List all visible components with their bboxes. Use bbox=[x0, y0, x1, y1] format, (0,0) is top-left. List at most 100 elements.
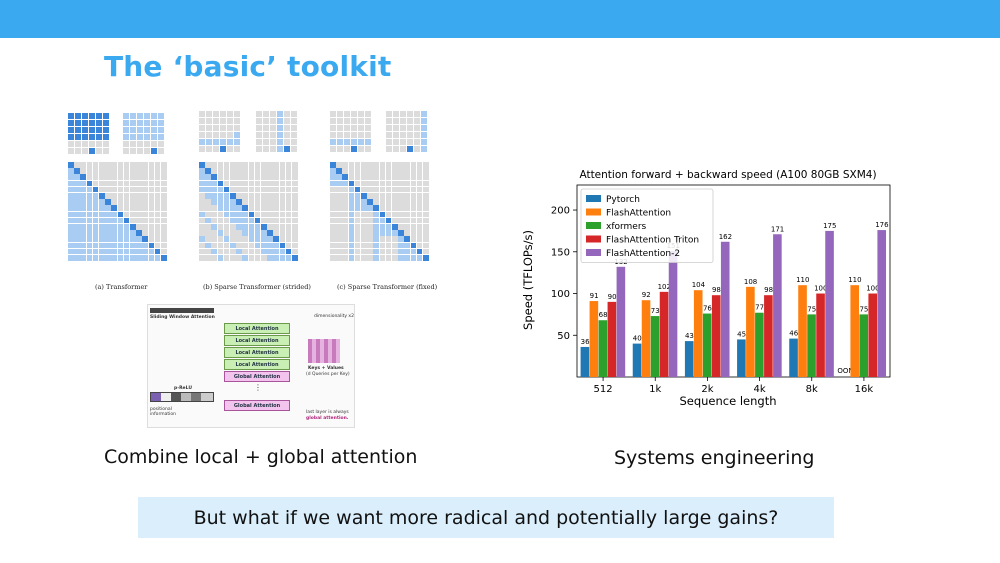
bar bbox=[641, 300, 651, 377]
bar bbox=[589, 301, 599, 377]
dimensionality-label: dimensionality x2 bbox=[314, 314, 354, 319]
bar-data-label: 77 bbox=[755, 304, 764, 312]
legend-swatch bbox=[586, 249, 601, 256]
bar bbox=[711, 295, 721, 377]
bar-data-label: 110 bbox=[848, 276, 861, 284]
bar-data-label: 91 bbox=[590, 292, 599, 300]
matrix-strided-row-b bbox=[256, 111, 298, 153]
bar-data-label: 43 bbox=[685, 332, 694, 340]
local-attention-layer-2: Local Attention bbox=[224, 335, 290, 346]
chart-legend bbox=[580, 188, 714, 263]
matrix-fixed-row-a bbox=[330, 111, 372, 153]
legend-label: FlashAttention-2 bbox=[606, 249, 680, 259]
caption-systems: Systems engineering bbox=[614, 447, 815, 469]
legend-label: Pytorch bbox=[606, 195, 640, 205]
bar-data-label: 76 bbox=[703, 305, 712, 313]
bar-data-label: 98 bbox=[764, 286, 773, 294]
x-tick-label: 4k bbox=[754, 384, 766, 395]
bar-data-label: 102 bbox=[658, 283, 671, 291]
bar-data-label: 171 bbox=[771, 225, 784, 233]
bar bbox=[746, 286, 755, 377]
bar-data-label: 36 bbox=[581, 338, 590, 346]
speed-chart: Attention forward + backward speed (A100… bbox=[520, 165, 900, 415]
chart-x-axis-label: Sequence length bbox=[679, 394, 776, 408]
legend-strip bbox=[150, 308, 214, 313]
caption-local-global: Combine local + global attention bbox=[104, 446, 418, 468]
bar-data-label: 75 bbox=[807, 305, 816, 313]
bar-data-label: 110 bbox=[796, 276, 809, 284]
bar bbox=[668, 250, 678, 377]
label-strided: (b) Sparse Transformer (strided) bbox=[203, 283, 311, 291]
global-attention-final-layer: Global Attention bbox=[224, 400, 290, 411]
bar bbox=[764, 295, 773, 377]
bar-data-label: 73 bbox=[651, 307, 660, 315]
global-attention-note: global attention. bbox=[306, 416, 349, 421]
top-accent-bar bbox=[0, 0, 1000, 38]
positional-strip bbox=[150, 392, 214, 402]
y-tick-label: 200 bbox=[551, 206, 570, 217]
y-tick-label: 50 bbox=[557, 331, 570, 342]
matrix-strided-row-a bbox=[199, 111, 241, 153]
label-transformer: (a) Transformer bbox=[95, 283, 148, 291]
legend-label: FlashAttention Triton bbox=[606, 236, 699, 246]
bar-data-label: 104 bbox=[692, 281, 706, 289]
x-tick-label: 16k bbox=[855, 384, 874, 395]
local-attention-layer-1: Local Attention bbox=[224, 323, 290, 334]
matrix-fixed-full bbox=[330, 162, 429, 261]
bar bbox=[580, 346, 590, 377]
keys-values-grid bbox=[308, 339, 340, 363]
bar bbox=[632, 343, 642, 377]
bar bbox=[755, 312, 764, 377]
positional-label: positional bbox=[150, 407, 172, 412]
legend-swatch bbox=[586, 222, 601, 229]
speed-chart-svg: Attention forward + backward speed (A100… bbox=[521, 169, 891, 408]
legend-label: FlashAttention bbox=[606, 209, 671, 219]
sliding-window-label: Sliding Window Attention bbox=[150, 315, 215, 320]
vertical-ellipsis: ⋮ bbox=[254, 383, 262, 392]
information-label: information bbox=[150, 412, 176, 417]
bar-data-label: 162 bbox=[719, 233, 732, 241]
bar-data-label: 92 bbox=[642, 291, 651, 299]
global-attention-layer: Global Attention bbox=[224, 371, 290, 382]
bar bbox=[616, 266, 626, 377]
chart-title: Attention forward + backward speed (A100… bbox=[579, 169, 876, 181]
bar bbox=[607, 301, 617, 377]
bar bbox=[684, 341, 694, 377]
bar-data-label: 45 bbox=[737, 330, 746, 338]
bar bbox=[650, 316, 660, 377]
last-layer-label: last layer is always bbox=[306, 410, 349, 415]
matrix-fixed-row-b bbox=[386, 111, 428, 153]
legend-swatch bbox=[586, 195, 601, 202]
bar-data-label: 68 bbox=[599, 311, 608, 319]
local-attention-layer-4: Local Attention bbox=[224, 359, 290, 370]
bar bbox=[789, 338, 798, 377]
bar-data-label: 40 bbox=[633, 335, 642, 343]
bar-data-label: 175 bbox=[823, 222, 836, 230]
bar-data-label: 98 bbox=[712, 286, 721, 294]
legend-label: xformers bbox=[606, 222, 647, 232]
question-banner: But what if we want more radical and pot… bbox=[138, 497, 834, 538]
bar bbox=[807, 314, 816, 377]
matrix-transformer-row-b bbox=[123, 113, 165, 155]
bar bbox=[859, 314, 869, 377]
local-global-attention-figure: Sliding Window Attention Local Attention… bbox=[147, 304, 355, 428]
y-tick-label: 150 bbox=[551, 247, 570, 258]
bar bbox=[598, 320, 608, 377]
x-tick-label: 512 bbox=[594, 384, 613, 395]
bar bbox=[659, 291, 669, 377]
keys-values-label: Keys + Values bbox=[308, 366, 344, 371]
matrix-transformer-row-a bbox=[68, 113, 110, 155]
bar bbox=[702, 313, 712, 377]
local-attention-layer-3: Local Attention bbox=[224, 347, 290, 358]
y-tick-label: 100 bbox=[551, 289, 570, 300]
queries-per-key-label: (d Queries per Key) bbox=[306, 372, 350, 377]
bar-data-label: 46 bbox=[789, 330, 798, 338]
slide-title: The ‘basic’ toolkit bbox=[104, 50, 392, 83]
x-tick-label: 1k bbox=[649, 384, 661, 395]
label-fixed: (c) Sparse Transformer (fixed) bbox=[337, 283, 438, 291]
bar bbox=[773, 234, 782, 377]
bar bbox=[868, 293, 878, 377]
bar-data-label: 75 bbox=[859, 305, 868, 313]
bar-data-label: 100 bbox=[814, 285, 827, 293]
x-tick-label: 2k bbox=[701, 384, 713, 395]
